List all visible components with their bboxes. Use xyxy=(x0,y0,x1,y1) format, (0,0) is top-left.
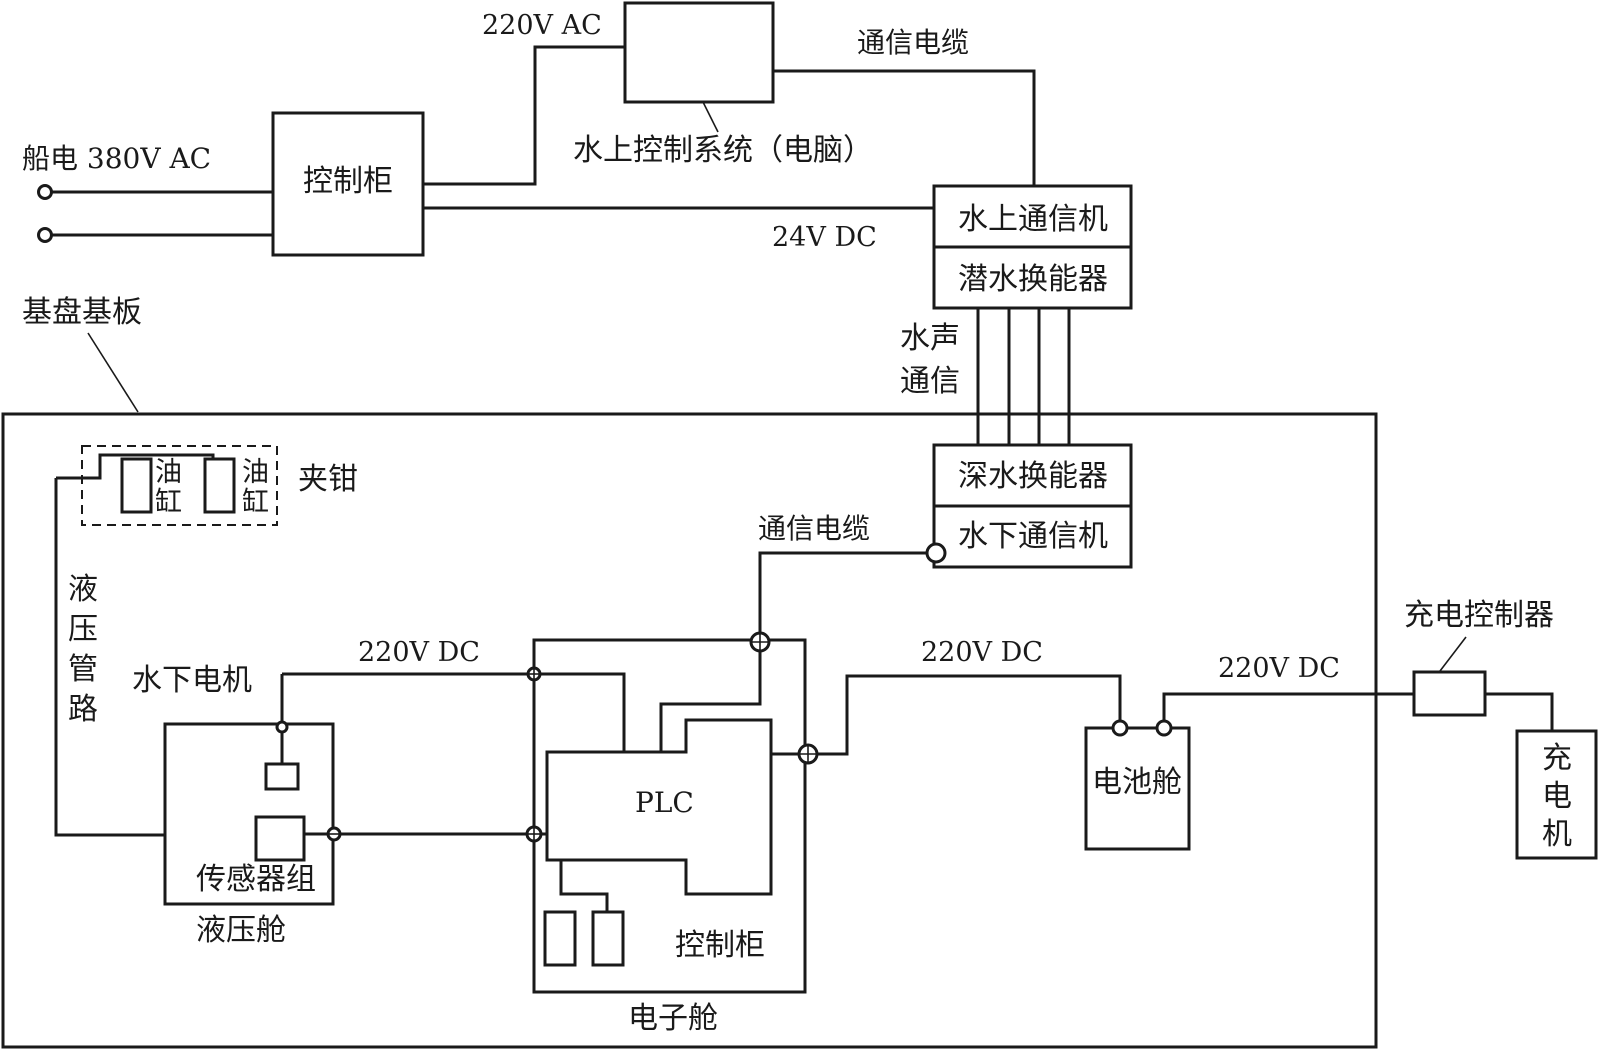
base-plate-label: 基盘基板 xyxy=(22,295,142,330)
sensor-group-label: 传感器组 xyxy=(196,862,316,897)
deep-transducer-label: 深水换能器 xyxy=(958,459,1108,494)
hydraulic-line-label-3: 管 xyxy=(68,652,98,687)
surface-control-leader xyxy=(702,101,719,133)
base-plate-frame xyxy=(1,412,1378,1049)
plc-module-1 xyxy=(543,910,577,967)
control-cabinet-top-box xyxy=(271,111,425,257)
acoustic-label-1: 水声 xyxy=(900,321,960,356)
hydraulic-line-label-2: 压 xyxy=(68,612,98,647)
connector-nodes xyxy=(275,542,1173,843)
battery-cabin-label: 电池舱 xyxy=(1092,765,1182,800)
charger-label-3: 机 xyxy=(1542,817,1572,852)
cylinder-1 xyxy=(120,457,153,514)
charger-label-1: 充 xyxy=(1542,741,1572,776)
battery-cabin-box xyxy=(1084,726,1191,851)
charge-controller-label: 充电控制器 xyxy=(1404,598,1554,633)
plc-label: PLC xyxy=(635,786,694,819)
cylinder1-label-b: 缸 xyxy=(155,487,182,518)
plc-control-cabinet-shape xyxy=(545,718,773,896)
deep-transducer-box xyxy=(932,443,1133,508)
cylinder2-label-b: 缸 xyxy=(242,487,269,518)
dc-220-mid-wire xyxy=(771,674,1122,756)
power-terminal-bottom xyxy=(37,227,53,243)
acoustic-comm-lines xyxy=(976,308,1071,445)
surface-control-system-label: 水上控制系统（电脑） xyxy=(573,133,873,168)
dc-220-mid-label: 220V DC xyxy=(921,637,1043,668)
hydraulic-line-label-4: 路 xyxy=(68,692,98,727)
ac-220-label: 220V AC xyxy=(482,10,602,41)
control-cabinet-bottom-label: 控制柜 xyxy=(675,928,765,963)
hydraulic-cabin-label: 液压舱 xyxy=(196,913,286,948)
dc-220-left-label: 220V DC xyxy=(358,637,480,668)
charge-controller-leader xyxy=(1439,636,1467,672)
plc-module-2 xyxy=(591,910,625,967)
base-plate-leader xyxy=(87,332,139,413)
dive-transducer-box xyxy=(932,245,1133,310)
connector-crosshairs xyxy=(328,633,817,841)
cylinder2-label-a: 油 xyxy=(242,457,269,488)
comm-cable-bottom-wire xyxy=(659,551,934,752)
ac-220-wire xyxy=(423,45,625,186)
power-terminal-top xyxy=(37,184,53,200)
comm-cable-bottom-label: 通信电缆 xyxy=(758,512,870,545)
cylinder1-label-a: 油 xyxy=(155,457,182,488)
underwater-motor-label: 水下电机 xyxy=(132,663,252,698)
charge-controller-box xyxy=(1412,670,1487,717)
surface-comm-label: 水上通信机 xyxy=(958,202,1108,237)
underwater-motor-box xyxy=(264,762,300,791)
hydraulic-line-label-1: 液 xyxy=(68,572,98,607)
charger-wire xyxy=(1485,692,1554,731)
comm-cable-top-label: 通信电缆 xyxy=(857,26,969,59)
underwater-comm-label: 水下通信机 xyxy=(958,519,1108,554)
acoustic-label-2: 通信 xyxy=(900,364,960,399)
electronic-cabin-box xyxy=(532,638,807,994)
underwater-comm-box xyxy=(932,504,1133,569)
clamp-label: 夹钳 xyxy=(298,462,358,497)
sensor-group-box xyxy=(254,815,306,862)
clamp-dashed-box xyxy=(81,445,278,526)
surface-control-system-box xyxy=(623,1,775,104)
charger-box xyxy=(1515,729,1598,860)
dc-220-right-label: 220V DC xyxy=(1218,653,1340,684)
dc-220-left-wire xyxy=(282,672,626,752)
dive-transducer-label: 潜水换能器 xyxy=(958,262,1108,297)
hydraulic-pipeline xyxy=(54,478,165,837)
charger-label-2: 电 xyxy=(1542,779,1572,814)
comm-cable-top-wire xyxy=(773,69,1036,186)
ship-power-label: 船电 380V AC xyxy=(22,142,211,175)
cylinder-2 xyxy=(203,457,236,514)
dc-220-right-wire xyxy=(1162,692,1414,728)
hydraulic-cabin-box xyxy=(163,722,335,906)
plc-module-wire xyxy=(559,860,609,912)
electronic-cabin-label: 电子舱 xyxy=(628,1001,718,1036)
control-cabinet-top-label: 控制柜 xyxy=(303,164,393,199)
dc-24-label: 24V DC xyxy=(772,222,877,253)
